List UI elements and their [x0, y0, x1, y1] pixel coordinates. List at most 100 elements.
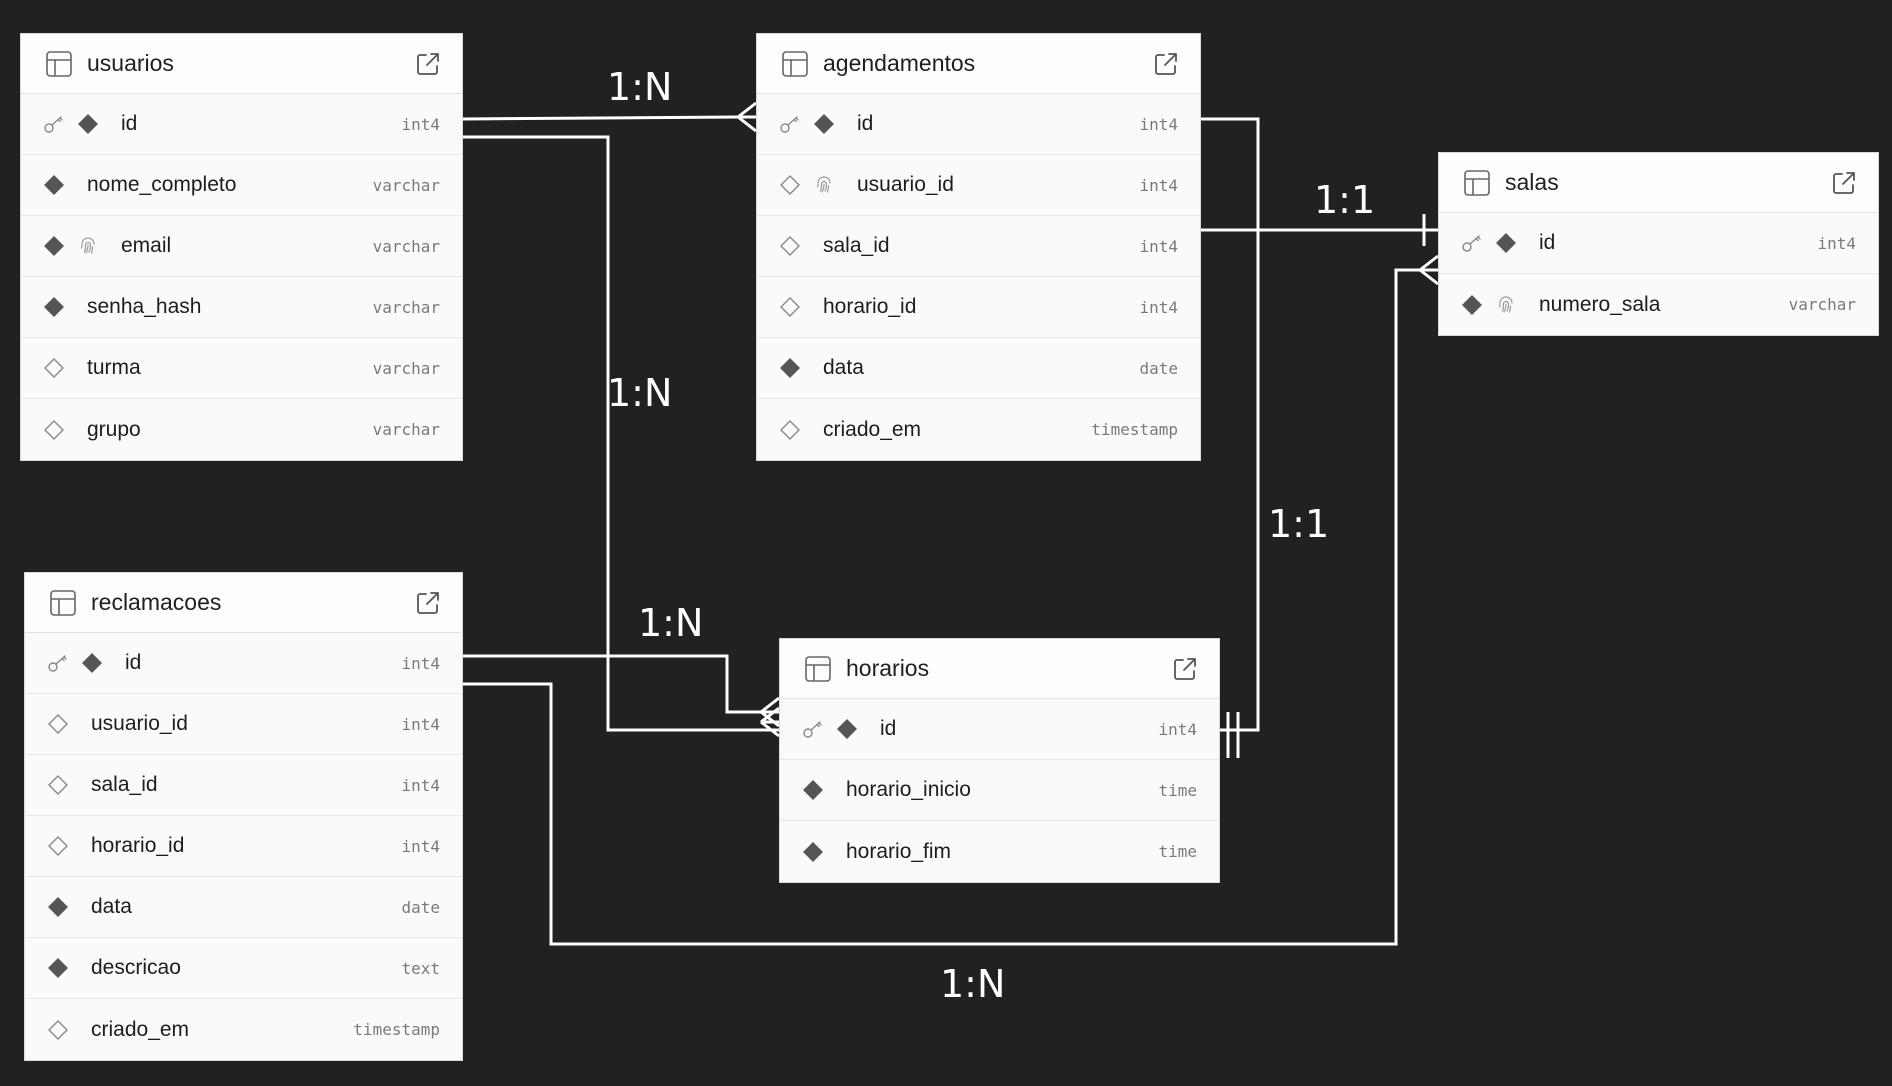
external-link-icon[interactable] [414, 50, 442, 78]
column-name: criado_em [91, 1017, 190, 1041]
column-row[interactable]: criado_em timestamp [757, 399, 1200, 460]
column-name: sala_id [91, 773, 158, 796]
column-name: senha_hash [87, 295, 202, 318]
column-row[interactable]: criado_em timestamp [25, 999, 462, 1060]
table-header[interactable]: agendamentos [757, 34, 1200, 94]
not-null-diamond-icon [836, 718, 858, 740]
column-row[interactable]: sala_id int4 [757, 216, 1200, 277]
column-name: descricao [91, 956, 181, 979]
column-name: id [880, 717, 897, 740]
table-name: agendamentos [823, 50, 976, 76]
not-null-diamond-icon [47, 896, 69, 918]
not-null-diamond-icon [1495, 232, 1517, 254]
column-name: numero_sala [1539, 292, 1661, 316]
column-row[interactable]: id int4 [780, 699, 1219, 760]
table-header[interactable]: reclamacoes [25, 573, 462, 633]
primary-key-icon [1461, 232, 1483, 254]
column-type: varchar [1788, 295, 1856, 314]
table-icon [49, 589, 77, 617]
nullable-diamond-icon [47, 774, 69, 796]
relationship-label-agendamentos-horarios: 1:1 [1268, 502, 1330, 546]
nullable-diamond-icon [47, 835, 69, 857]
column-type: int4 [401, 775, 440, 795]
not-null-diamond-icon [81, 652, 103, 674]
external-link-icon[interactable] [414, 589, 442, 617]
nullable-diamond-icon [779, 419, 801, 441]
external-link-icon[interactable] [1171, 655, 1199, 683]
table-name: horarios [846, 655, 930, 681]
column-type: int4 [1139, 236, 1178, 256]
table-name: reclamacoes [91, 589, 222, 615]
column-row[interactable]: numero_sala varchar [1439, 274, 1878, 335]
column-type: timestamp [1091, 420, 1178, 439]
column-row[interactable]: sala_id int4 [25, 755, 462, 816]
column-name: data [91, 895, 132, 918]
column-type: int4 [1817, 233, 1856, 253]
not-null-diamond-icon [47, 957, 69, 979]
primary-key-icon [43, 113, 65, 135]
table-header[interactable]: usuarios [21, 34, 462, 94]
connector-reclamacoes-horarios [463, 654, 779, 714]
column-row[interactable]: email varchar [21, 216, 462, 277]
table-icon [804, 655, 832, 683]
crowfoot-salas [1419, 254, 1439, 272]
not-null-diamond-icon [43, 235, 65, 257]
column-type: int4 [401, 836, 440, 856]
column-type: int4 [401, 114, 440, 134]
crowfoot-horarios-b [760, 710, 780, 728]
crowfoot-horarios-a [760, 706, 780, 724]
column-type: int4 [1139, 297, 1178, 317]
column-type: varchar [372, 236, 440, 256]
column-name: sala_id [823, 234, 890, 257]
external-link-icon[interactable] [1830, 169, 1858, 197]
table-icon [1463, 169, 1491, 197]
column-type: date [1139, 358, 1178, 378]
table-icon [781, 50, 809, 78]
column-name: horario_inicio [846, 778, 971, 801]
table-header[interactable]: salas [1439, 153, 1878, 213]
connector-usuarios-horarios [463, 135, 779, 732]
table-name: salas [1505, 169, 1559, 195]
column-type: int4 [1158, 719, 1197, 739]
external-link-icon[interactable] [1152, 50, 1180, 78]
column-row[interactable]: senha_hash varchar [21, 277, 462, 338]
column-type: varchar [372, 297, 440, 317]
unique-fingerprint-icon [77, 235, 99, 257]
nullable-diamond-icon [779, 235, 801, 257]
column-name: turma [87, 356, 141, 379]
column-type: timestamp [353, 1020, 440, 1039]
column-name: criado_em [823, 417, 922, 441]
relationship-label-reclamacoes-horarios: 1:N [638, 601, 704, 645]
column-name: email [121, 234, 172, 257]
column-name: usuario_id [91, 712, 188, 735]
crowfoot-horarios-a [760, 720, 780, 738]
table-header[interactable]: horarios [780, 639, 1219, 699]
nullable-diamond-icon [779, 174, 801, 196]
crowfoot-agendamentos [737, 115, 757, 133]
not-null-diamond-icon [43, 174, 65, 196]
column-type: time [1158, 842, 1197, 861]
not-null-diamond-icon [1461, 294, 1483, 316]
crowfoot-horarios-b [760, 696, 780, 714]
